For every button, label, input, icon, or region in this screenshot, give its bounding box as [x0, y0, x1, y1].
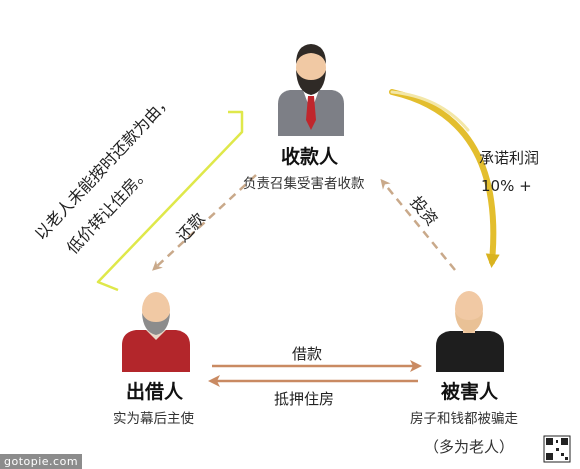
collector-avatar	[278, 44, 344, 136]
victim-title: 被害人	[441, 381, 499, 403]
invest-arrow	[380, 178, 456, 271]
promise-arrow	[389, 89, 500, 268]
collector-title: 收款人	[281, 146, 339, 168]
bracket-line	[96, 110, 244, 292]
mortgage-label: 抵押住房	[274, 390, 335, 408]
lender-subtitle: 实为幕后主使	[113, 411, 194, 427]
watermark: gotopie.com	[0, 454, 83, 469]
victim-avatar	[436, 291, 504, 372]
collector-subtitle: 负责召集受害者收款	[243, 176, 365, 192]
rate-label: 10% +	[481, 177, 532, 195]
lender-avatar	[122, 292, 190, 372]
victim-subtitle: 房子和钱都被骗走	[410, 411, 518, 427]
victim-note: （多为老人）	[424, 438, 515, 456]
lender-title: 出借人	[126, 381, 184, 403]
repay-arrow	[152, 174, 257, 271]
qr-code	[543, 435, 571, 463]
promise-label: 承诺利润	[479, 149, 540, 167]
borrow-label: 借款	[292, 345, 323, 363]
